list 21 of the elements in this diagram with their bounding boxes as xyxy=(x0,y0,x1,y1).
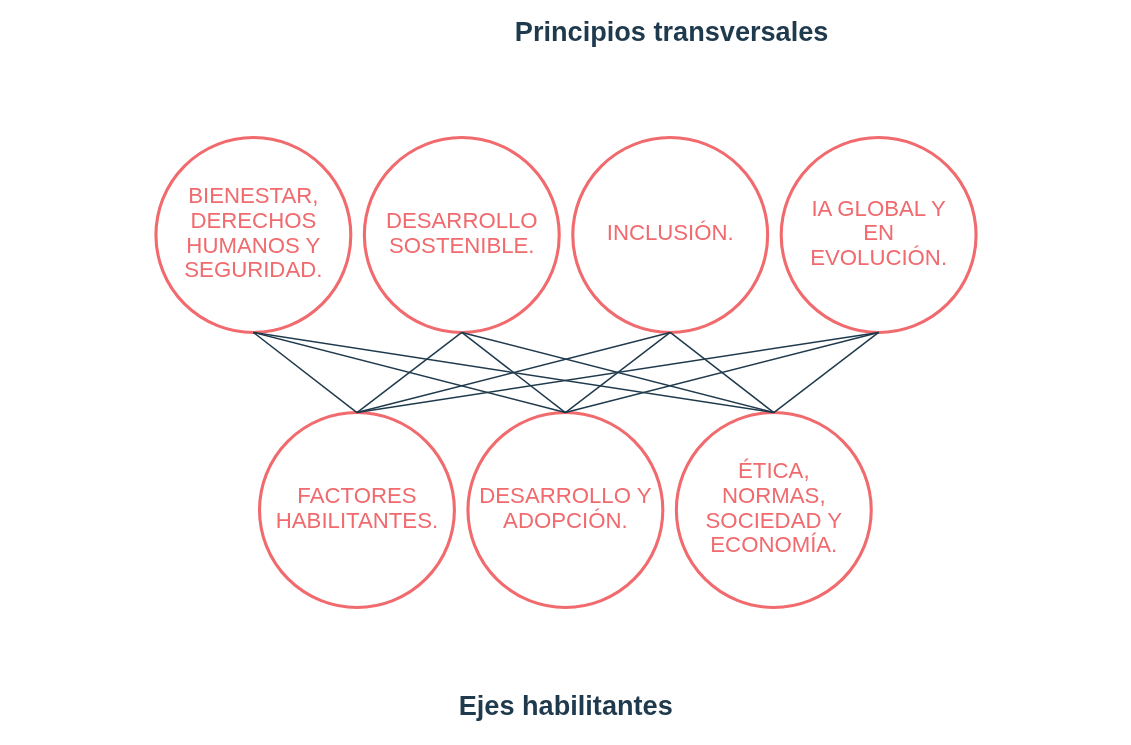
connector xyxy=(460,331,566,414)
connector xyxy=(460,331,775,414)
node-circle: IA GLOBAL Y EN EVOLUCIÓN. xyxy=(779,136,978,334)
connector xyxy=(355,331,671,414)
node-circle: DESARROLLO Y ADOPCIÓN. xyxy=(465,411,664,609)
connector xyxy=(772,331,879,414)
node-circle: FACTORES HABILITANTES. xyxy=(257,411,456,609)
node-circle: BIENESTAR, DERECHOS HUMANOS Y SEGURIDAD. xyxy=(153,136,352,334)
connector xyxy=(355,331,879,414)
connector xyxy=(564,331,879,414)
label: Ejes habilitantes xyxy=(458,690,673,722)
connector xyxy=(252,331,358,414)
label: Principios transversales xyxy=(514,15,828,47)
connector xyxy=(668,331,775,414)
connector xyxy=(252,331,775,414)
node-circle: DESARROLLO SOSTENIBLE. xyxy=(362,136,561,334)
connector xyxy=(564,331,671,414)
node-circle: INCLUSIÓN. xyxy=(570,136,769,334)
connector xyxy=(355,331,463,414)
node-circle: ÉTICA, NORMAS, SOCIEDAD Y ECONOMÍA. xyxy=(674,411,873,609)
connector xyxy=(252,331,566,414)
